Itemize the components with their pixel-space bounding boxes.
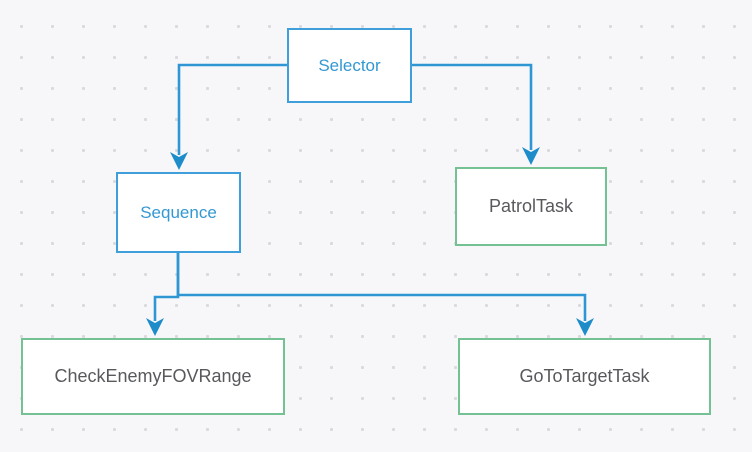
node-selector[interactable]: Selector	[287, 28, 412, 103]
node-sequence[interactable]: Sequence	[116, 172, 241, 253]
node-sequence-label: Sequence	[140, 202, 217, 222]
arrowhead-sequence	[170, 152, 188, 170]
edge-selector-sequence[interactable]	[177, 63, 287, 155]
node-gototargettask-label: GoToTargetTask	[519, 366, 650, 386]
node-selector-label: Selector	[318, 55, 381, 75]
arrowhead-patroltask	[522, 147, 540, 165]
node-gototargettask[interactable]: GoToTargetTask	[458, 338, 711, 415]
node-patroltask[interactable]: PatrolTask	[455, 167, 607, 246]
arrowhead-gototargettask	[576, 318, 594, 336]
edge-selector-patroltask[interactable]	[412, 63, 533, 150]
arrowhead-checkenemyfovrange	[146, 318, 164, 336]
node-checkenemyfovrange-label: CheckEnemyFOVRange	[54, 366, 252, 386]
node-patroltask-label: PatrolTask	[488, 196, 574, 216]
edge-sequence-gototargettask[interactable]	[176, 253, 587, 321]
node-checkenemyfovrange[interactable]: CheckEnemyFOVRange	[21, 338, 285, 415]
edge-sequence-checkenemyfovrange[interactable]	[153, 253, 180, 321]
